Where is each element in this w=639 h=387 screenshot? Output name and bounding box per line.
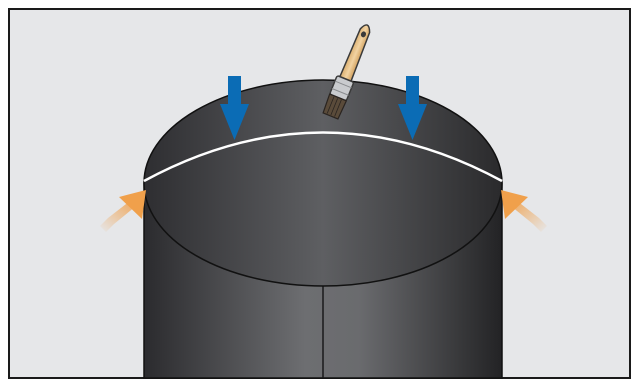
tube [144,80,502,378]
tube-top-cap [144,80,502,286]
